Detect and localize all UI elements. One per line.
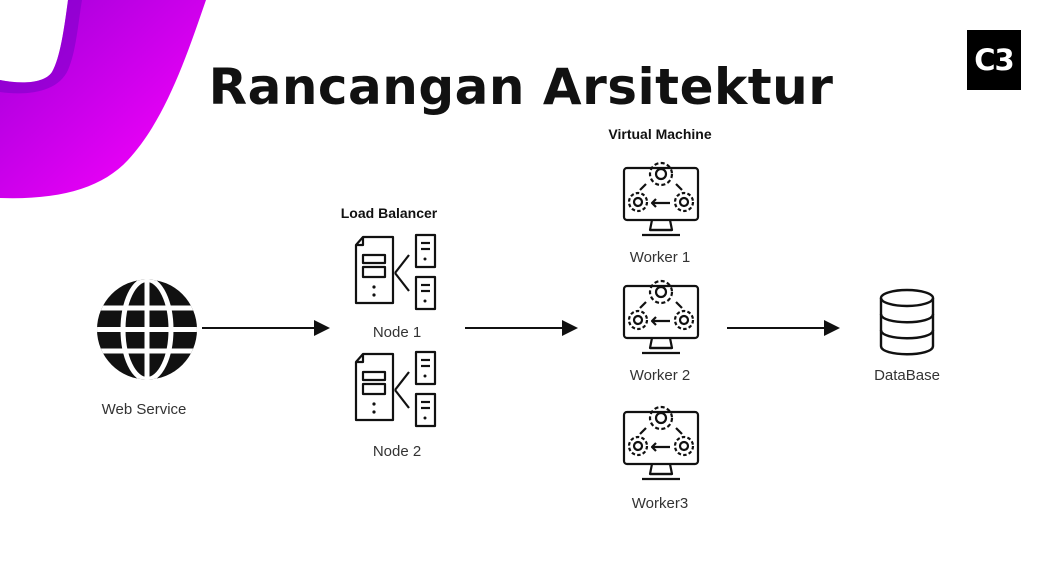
worker-3-label: Worker3 xyxy=(631,495,689,512)
server-cluster-icon xyxy=(354,350,437,428)
monitor-gears-icon xyxy=(622,161,700,237)
database-label: DataBase xyxy=(874,367,940,384)
node-2-label: Node 2 xyxy=(372,443,422,460)
page-title: Rancangan Arsitektur xyxy=(208,58,834,116)
globe-icon xyxy=(97,279,197,380)
monitor-gears-icon xyxy=(622,279,700,355)
worker-1-label: Worker 1 xyxy=(629,249,691,266)
decorative-ribbon xyxy=(0,0,206,199)
c3-logo-badge: C3 xyxy=(967,30,1021,90)
database-icon xyxy=(879,288,935,356)
server-cluster-icon xyxy=(354,233,437,311)
load-balancer-heading: Load Balancer xyxy=(340,205,438,221)
web-service-label: Web Service xyxy=(101,401,187,418)
worker-2-label: Worker 2 xyxy=(629,367,691,384)
node-1-label: Node 1 xyxy=(372,324,422,341)
virtual-machine-heading: Virtual Machine xyxy=(608,126,712,142)
monitor-gears-icon xyxy=(622,405,700,481)
